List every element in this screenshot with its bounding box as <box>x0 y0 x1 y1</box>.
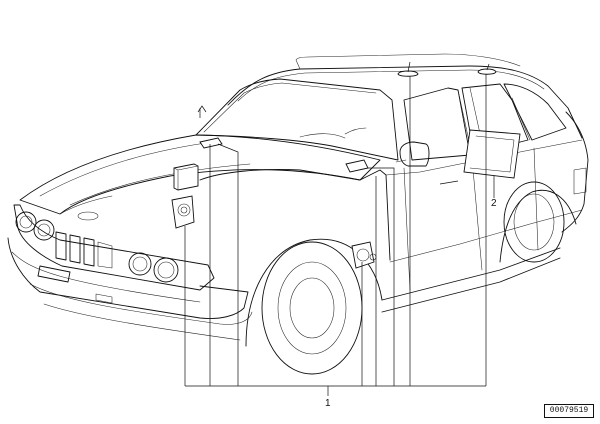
front-door-window <box>403 87 471 161</box>
wiper <box>344 127 367 135</box>
roof-rail <box>237 69 545 102</box>
headlight-left-outer <box>15 211 37 233</box>
reference-number: 00079519 <box>544 404 594 418</box>
quarter-window <box>503 83 567 141</box>
front-fascia <box>13 204 215 291</box>
roof-antenna-front <box>397 70 419 77</box>
cowl-vent-left <box>199 137 223 149</box>
bonnet <box>19 134 381 215</box>
rear-wheel-arch <box>499 189 577 263</box>
fog-light <box>37 265 71 283</box>
rear-end <box>561 111 589 233</box>
roof-antenna <box>197 105 207 118</box>
front-wing <box>199 169 391 261</box>
wing-sensor <box>351 241 375 269</box>
front-wheel-arch <box>245 238 383 347</box>
front-door-edge <box>403 167 411 291</box>
rear-window-module <box>463 129 521 179</box>
rear-tire <box>503 181 565 263</box>
front-bumper <box>7 237 249 319</box>
front-rim <box>277 261 347 355</box>
rear-rim <box>513 193 555 251</box>
cowl-vent-right <box>345 159 369 173</box>
side-sill <box>381 247 561 313</box>
callout-2: 2 <box>491 198 497 209</box>
roof-outline <box>227 65 583 139</box>
headlight-right-inner <box>128 252 152 276</box>
leader-lines-1 <box>184 74 487 396</box>
sensor-bracket <box>171 195 195 229</box>
rear-door-edge <box>471 157 483 271</box>
windscreen <box>195 78 399 161</box>
side-rubbing-strip <box>389 209 583 263</box>
control-module <box>173 163 199 191</box>
callout-1: 1 <box>325 398 331 409</box>
headlight-right-outer <box>153 257 179 283</box>
front-door-handle <box>439 180 459 185</box>
roof-antenna-rear <box>477 68 497 75</box>
side-mirror <box>399 141 430 167</box>
kidney-grille <box>55 231 95 267</box>
headlight-left-inner <box>33 219 55 241</box>
badge <box>77 211 99 221</box>
